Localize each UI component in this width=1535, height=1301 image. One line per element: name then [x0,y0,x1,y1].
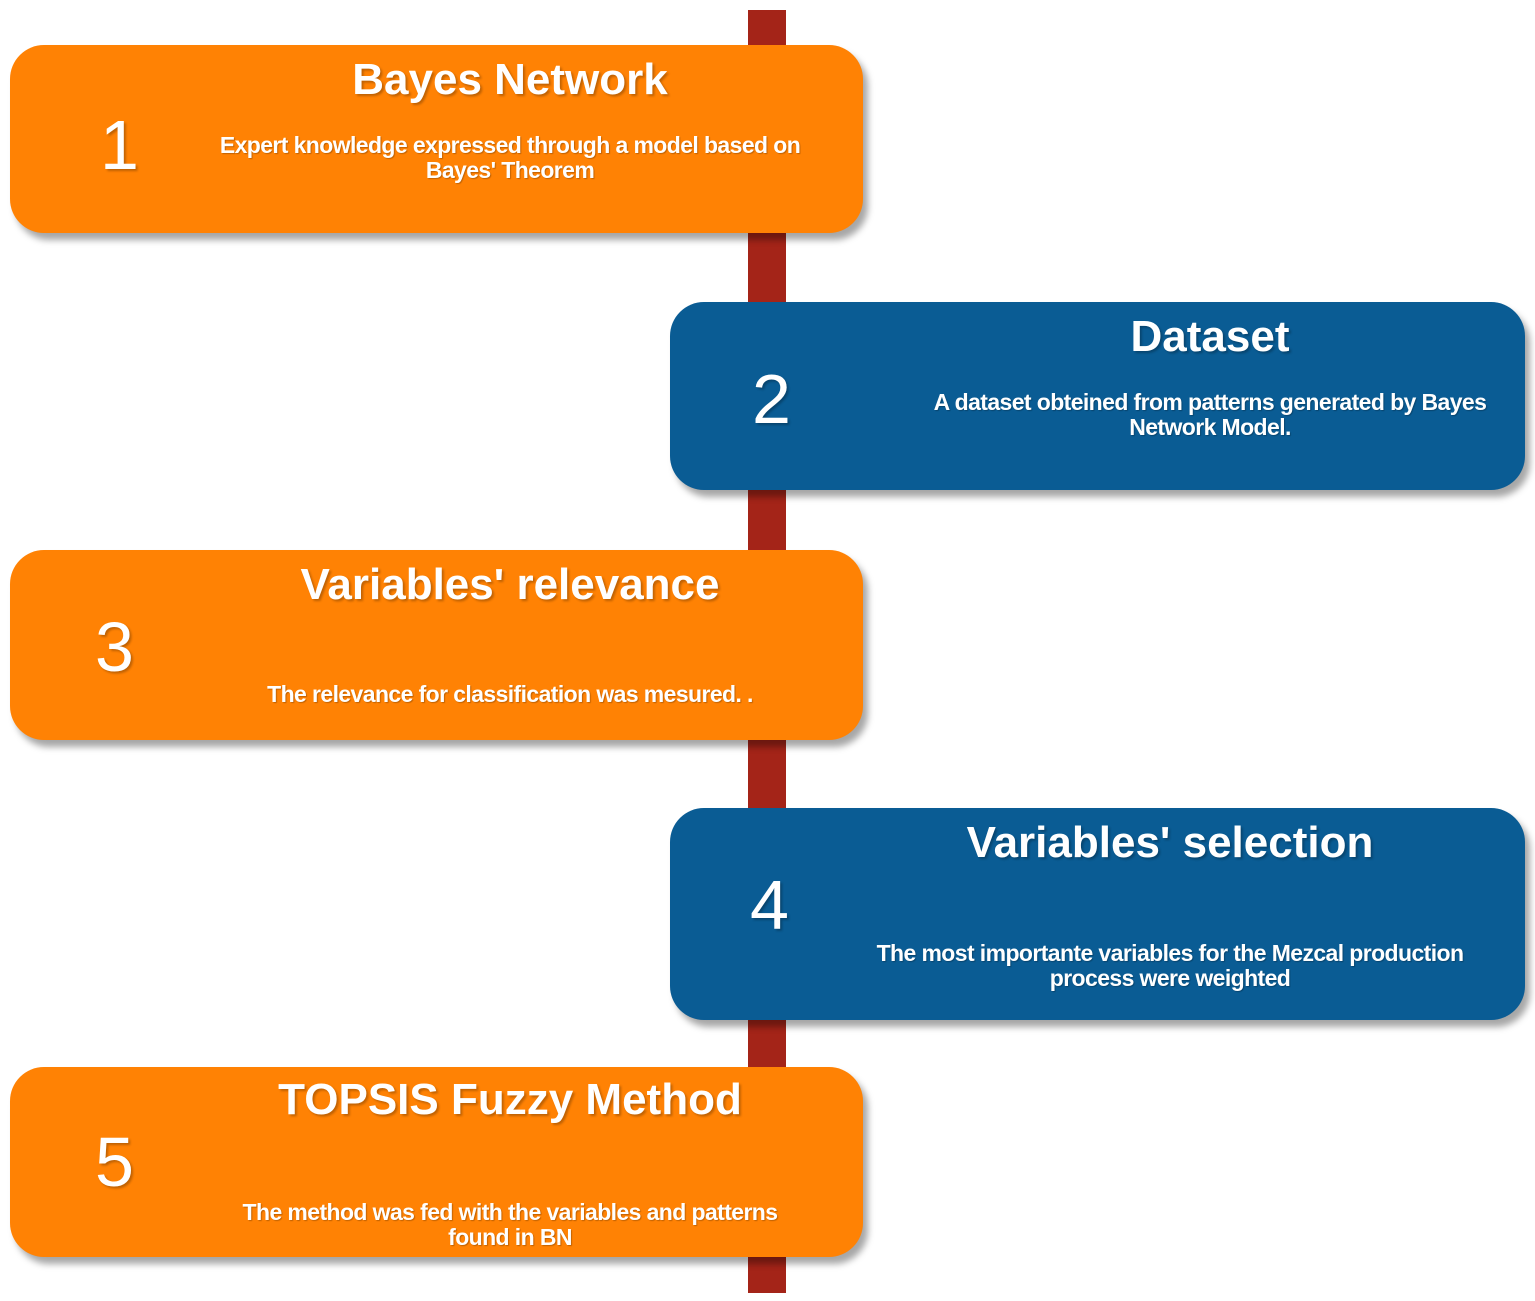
step-title: Bayes Network [352,55,668,104]
step-description: The relevance for classification was mes… [267,681,753,707]
step-title: Variables' relevance [300,560,720,609]
step-description: The most importante variables for the Me… [876,940,1464,991]
step-number: 1 [100,106,139,184]
step-title: TOPSIS Fuzzy Method [278,1075,742,1124]
step-description: Expert knowledge expressed through a mod… [219,132,801,183]
step-number: 3 [95,608,134,686]
step-description: A dataset obteined from patterns generat… [933,389,1487,440]
step-variables-selection: 4 Variables' selection The most importan… [670,808,1525,1020]
step-dataset: 2 Dataset A dataset obteined from patter… [670,302,1525,490]
step-title: Dataset [1130,312,1290,361]
step-variables-relevance: 3 Variables' relevance The relevance for… [10,550,863,740]
step-topsis-fuzzy-method: 5 TOPSIS Fuzzy Method The method was fed… [10,1067,863,1257]
step-description: The method was fed with the variables an… [242,1199,779,1250]
step-number: 2 [752,360,791,438]
step-number: 5 [95,1123,134,1201]
step-title: Variables' selection [966,818,1374,867]
step-number: 4 [750,866,789,944]
step-bayes-network: 1 Bayes Network Expert knowledge express… [10,45,863,233]
